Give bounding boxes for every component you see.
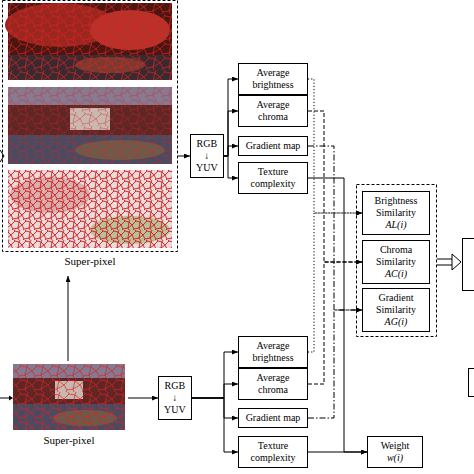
similarity-box: Gradient SimilarityAG(i) [362,288,430,332]
group-frame [3,1,178,252]
connector [308,178,367,452]
feature-box: Gradient map [238,408,308,428]
connector [68,276,69,361]
feature-box: Texture complexity [238,436,308,468]
superpixel-grid [8,3,172,80]
superpixel-image [13,364,125,430]
node-text: Average brightness [243,340,303,364]
hollow-arrow [437,259,452,265]
feature-box: Average brightness [238,63,308,95]
feature-box: Average chroma [238,368,308,400]
input-arrowhead [9,396,13,401]
feature-box: Average brightness [238,336,308,368]
connector [192,352,238,398]
node-text: RGB ↓ YUV [196,138,218,174]
node-text: Texture complexity [243,166,303,190]
superpixel-grid [8,170,172,248]
cut-off-box [469,369,474,397]
connector [308,452,367,453]
conversion-box: RGB ↓ YUV [190,134,224,178]
connector [308,310,362,418]
node-text: RGB ↓ YUV [164,380,186,416]
connector [128,398,158,399]
cut-off-box [463,239,474,291]
connector [192,398,238,452]
connector [224,146,238,156]
superpixel-image [8,170,172,248]
group-frame [357,185,437,337]
node-text: Gradient map [243,140,303,152]
node-text: Average chroma [243,372,303,396]
connector [308,111,362,262]
node-text: Average chroma [243,99,303,123]
input-line [0,398,9,399]
node-text: Texture complexity [243,440,303,464]
hollow-arrowhead [452,254,461,270]
node-text: Average brightness [243,67,303,91]
node-text: Weight [372,440,418,452]
connector [308,213,362,352]
connector [224,111,238,156]
feature-box: Gradient map [238,136,308,156]
connector [192,398,238,418]
weight-box: Weightw(i) [367,436,423,468]
similarity-box: Brightness SimilarityAL(i) [362,191,430,235]
node-text: Super-pixel [43,434,94,447]
similarity-box: Chroma SimilarityAC(i) [362,240,430,284]
node-text: AG(i) [367,316,425,328]
connector [224,156,238,178]
feature-box: Average chroma [238,95,308,127]
superpixel-grid [8,87,172,164]
node-text: AC(i) [367,268,425,280]
input-arrow [0,150,4,162]
node-text: Super-pixel [64,255,115,268]
superpixel-grid [13,364,125,430]
image-node: Super-pixel [10,361,128,449]
image-ground [8,3,172,80]
connector [178,156,190,157]
conversion-box: RGB ↓ YUV [158,376,192,420]
image-group: Super-pixel [2,0,178,276]
node-text: Brightness Similarity [367,195,425,219]
superpixel-image [8,87,172,164]
node-text: AL(i) [367,219,425,231]
node-text: w(i) [372,452,418,464]
connector [192,384,238,398]
image-ground [8,170,172,248]
node-text: Gradient Similarity [367,292,425,316]
image-sky [8,87,172,164]
image-sky [13,364,125,430]
node-text: Gradient map [243,412,303,424]
node-text: Chroma Similarity [367,244,425,268]
connector [308,146,362,310]
superpixel-image [5,3,172,80]
connector [224,79,238,156]
connector [308,262,362,384]
feature-box: Texture complexity [238,162,308,194]
